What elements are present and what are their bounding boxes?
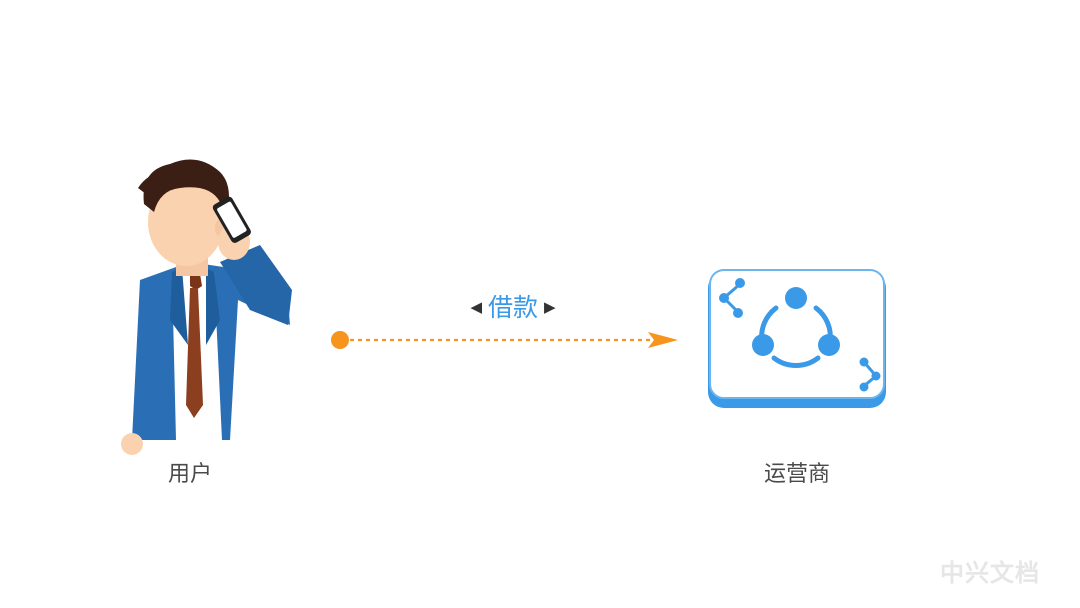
arrowhead-icon [648,332,678,348]
loan-arrow [331,331,678,349]
user-label: 用户 [167,462,212,487]
watermark: 中兴文档 [940,559,1040,587]
operator-network-icon [708,269,886,408]
connector-label-text: 借款 [487,292,538,322]
right-triangle-icon: ▶ [544,297,556,316]
businessman-on-phone-icon [121,159,292,455]
left-triangle-icon: ◀ [470,297,482,316]
arrow-start-dot [331,331,349,349]
connector-label: ◀ 借款 ▶ [458,290,568,324]
operator-label: 运营商 [763,462,830,487]
